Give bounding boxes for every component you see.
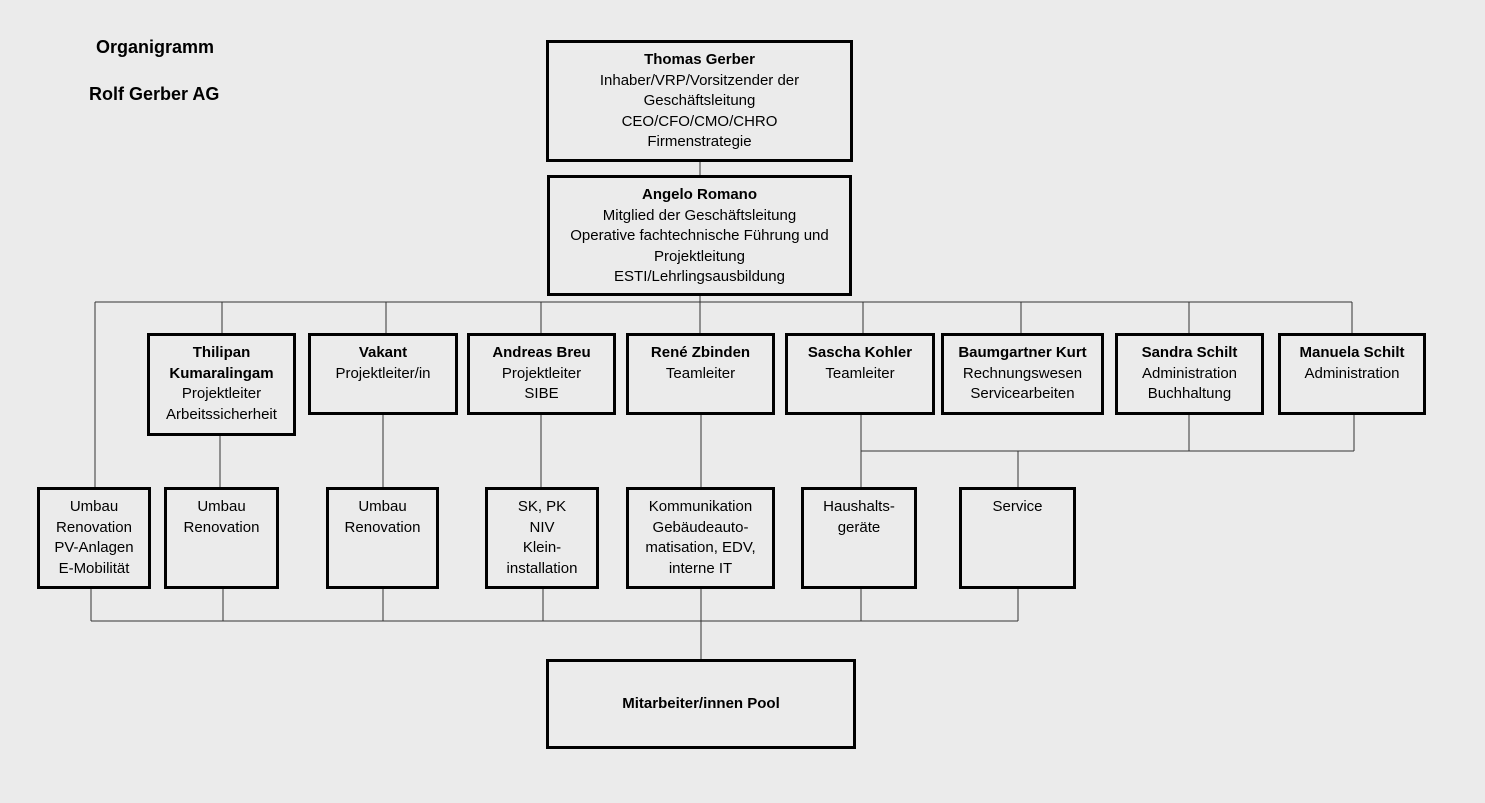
- node-line: Klein-: [522, 539, 562, 556]
- node-manager-breu: Andreas Breu Projektleiter SIBE: [467, 333, 616, 415]
- node-line: Projektleiter: [181, 385, 262, 402]
- node-manager-manuela-schilt: Manuela Schilt Administration: [1278, 333, 1426, 415]
- node-line: geräte: [837, 518, 881, 536]
- node-name: Baumgartner Kurt: [958, 344, 1087, 361]
- node-name: René Zbinden: [650, 344, 751, 361]
- node-line: Buchhaltung: [1147, 385, 1232, 402]
- node-line: Renovation: [56, 518, 132, 536]
- node-line: Rechnungswesen: [962, 364, 1083, 382]
- node-line: interne IT: [668, 559, 733, 577]
- node-manager-kumaralingam: Thilipan Kumaralingam Projektleiter Arbe…: [147, 333, 296, 436]
- node-line: installation: [506, 559, 578, 577]
- node-line: Geschäftsleitung: [643, 92, 756, 109]
- node-line: Umbau: [197, 498, 246, 515]
- node-ceo: Thomas Gerber Inhaber/VRP/Vorsitzender d…: [546, 40, 853, 162]
- node-manager-kohler: Sascha Kohler Teamleiter: [785, 333, 935, 415]
- node-line: Projektleitung: [654, 247, 745, 265]
- node-department-haushaltsgeraete: Haushalts- geräte: [801, 487, 917, 589]
- node-line: NIV: [529, 518, 555, 536]
- node-line: Umbau: [358, 498, 407, 515]
- node-line: Arbeitssicherheit: [166, 405, 277, 423]
- node-line: Mitglied der Geschäftsleitung: [602, 206, 797, 224]
- node-line: Renovation: [344, 518, 421, 536]
- node-line: ESTI/Lehrlingsausbildung: [614, 268, 785, 285]
- node-name: Andreas Breu: [492, 344, 591, 361]
- node-manager-zbinden: René Zbinden Teamleiter: [626, 333, 775, 415]
- node-line: Projektleiter: [501, 364, 582, 382]
- page-title: Organigramm: [96, 37, 215, 57]
- node-name: Mitarbeiter/innen Pool: [622, 694, 780, 712]
- node-name: Thilipan: [192, 344, 251, 361]
- node-coo: Angelo Romano Mitglied der Geschäftsleit…: [547, 175, 852, 296]
- node-line: E-Mobilität: [58, 559, 130, 577]
- node-manager-vakant: Vakant Projektleiter/in: [308, 333, 458, 415]
- node-line: Umbau: [69, 498, 119, 515]
- node-department-umbau-1: Umbau Renovation: [164, 487, 279, 589]
- node-line: SK, PK: [517, 498, 567, 515]
- node-name: Vakant: [358, 344, 408, 361]
- node-department-installation: SK, PK NIV Klein- installation: [485, 487, 599, 589]
- node-department-umbau-pv: Umbau Renovation PV-Anlagen E-Mobilität: [37, 487, 151, 589]
- node-name: Kumaralingam: [169, 364, 274, 382]
- node-line: Kommunikation: [648, 498, 753, 515]
- node-line: Inhaber/VRP/Vorsitzender der: [599, 71, 800, 89]
- node-line: Operative fachtechnische Führung und: [570, 227, 829, 244]
- node-name: Manuela Schilt: [1299, 344, 1405, 361]
- node-line: Haushalts-: [823, 498, 895, 515]
- node-name: Angelo Romano: [642, 186, 757, 203]
- node-line: Teamleiter: [665, 364, 736, 382]
- node-manager-baumgartner: Baumgartner Kurt Rechnungswesen Servicea…: [941, 333, 1104, 415]
- company-name: Rolf Gerber AG: [89, 84, 220, 104]
- node-line: Teamleiter: [825, 364, 895, 382]
- node-line: Projektleiter/in: [335, 364, 431, 382]
- node-manager-sandra-schilt: Sandra Schilt Administration Buchhaltung: [1115, 333, 1264, 415]
- node-line: Administration: [1304, 364, 1400, 382]
- node-line: matisation, EDV,: [645, 539, 756, 556]
- node-line: Renovation: [183, 518, 260, 536]
- node-line: CEO/CFO/CMO/CHRO: [621, 112, 778, 130]
- node-line: Administration: [1141, 364, 1238, 382]
- node-name: Sascha Kohler: [807, 344, 913, 361]
- node-name: Sandra Schilt: [1141, 344, 1238, 361]
- node-line: Gebäudeauto-: [652, 518, 749, 536]
- node-line: SIBE: [524, 385, 559, 402]
- node-line: PV-Anlagen: [54, 539, 134, 556]
- node-line: Firmenstrategie: [647, 133, 752, 150]
- node-pool: Mitarbeiter/innen Pool: [546, 659, 856, 749]
- node-department-kommunikation: Kommunikation Gebäudeauto- matisation, E…: [626, 487, 775, 589]
- node-department-service: Service: [959, 487, 1076, 589]
- node-name: Thomas Gerber: [644, 51, 755, 68]
- node-line: Service: [992, 498, 1043, 515]
- node-line: Servicearbeiten: [970, 385, 1075, 402]
- node-department-umbau-2: Umbau Renovation: [326, 487, 439, 589]
